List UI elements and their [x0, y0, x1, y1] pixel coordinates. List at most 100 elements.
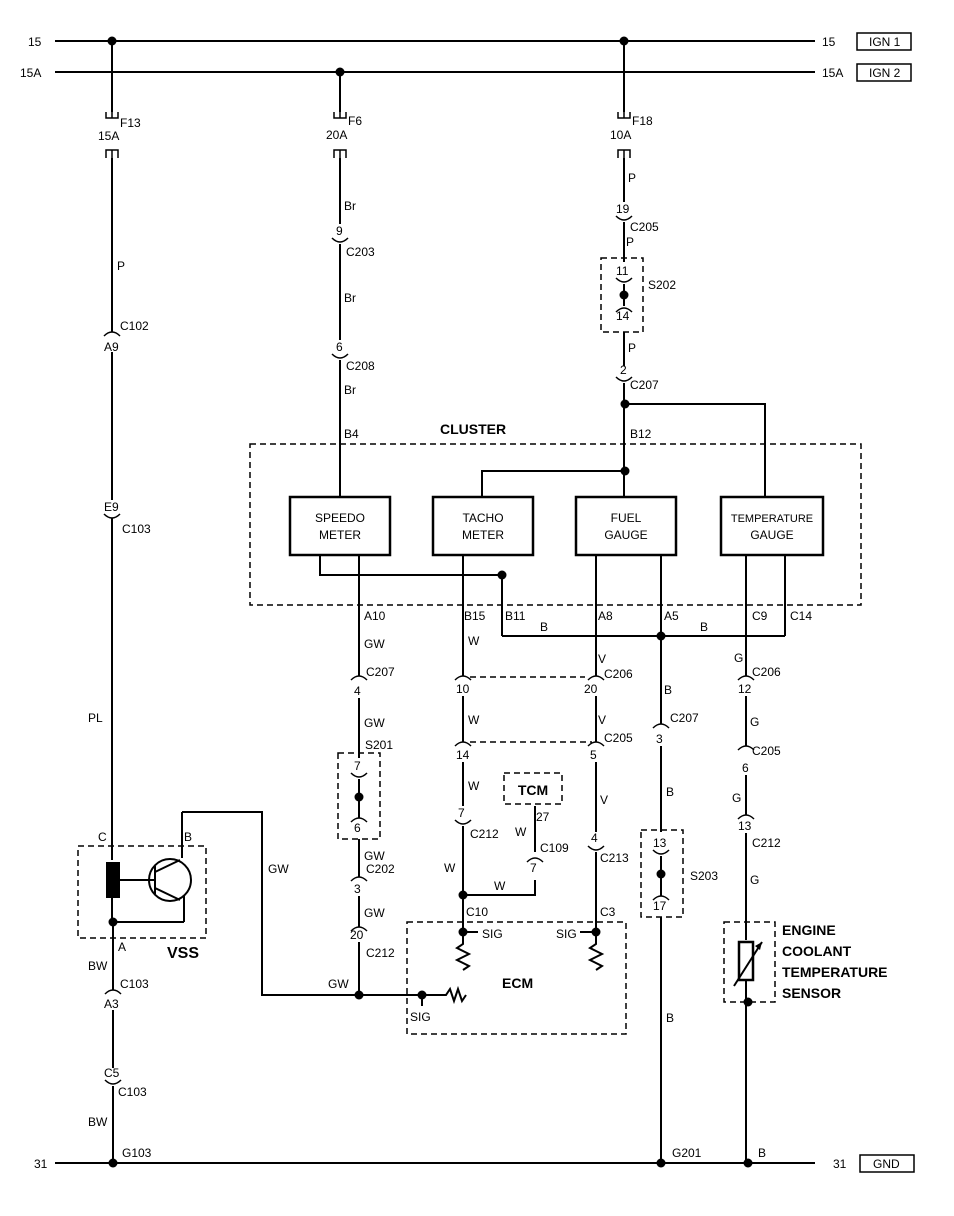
pin-label: C5 [104, 1066, 120, 1080]
splice-s202: 11 14 S202 [600, 257, 676, 333]
ecm-label: ECM [502, 975, 533, 991]
temperature-gauge-label-1: TEMPERATURE [731, 513, 813, 525]
ign1-rail: 15 15 IGN 1 [28, 32, 912, 51]
fuel-gauge-label-1: FUEL [611, 511, 642, 525]
connector-label: C212 [366, 946, 395, 960]
gauge-feed: F18 10A P 19 C205 P 11 14 S202 P 2 C207 … [481, 41, 766, 497]
connector-label: C203 [346, 245, 375, 259]
pin-label: 4 [354, 684, 361, 698]
fuse-f13-name: F13 [120, 116, 141, 130]
fuel-gauge-label-2: GAUGE [604, 528, 647, 542]
pin-label: 2 [620, 363, 627, 377]
pin-label: 17 [653, 899, 667, 913]
pin-label: 3 [354, 882, 361, 896]
sensor-label-2: COOLANT [782, 943, 852, 959]
wire-color: GW [364, 906, 385, 920]
fuse-f18-rating: 10A [610, 128, 631, 142]
wire-color: G [750, 873, 759, 887]
wire-color: GW [268, 862, 289, 876]
ign2-label-left: 15A [20, 66, 41, 80]
cluster-label: CLUSTER [440, 421, 506, 437]
tachometer-label-1: TACHO [462, 511, 503, 525]
pin-label: 20 [584, 682, 598, 696]
cluster-ground-circuit: B C207 3 B 13 17 S203 B G201 [640, 555, 718, 1163]
pin-label: A3 [104, 997, 119, 1011]
wire-color: V [600, 793, 608, 807]
fuse-f18: F18 10A [610, 112, 653, 158]
wire-color: Br [344, 199, 356, 213]
pin-label: A9 [104, 340, 119, 354]
junction-dot [743, 1158, 753, 1168]
sensor-label-4: SENSOR [782, 985, 841, 1001]
pin-label: 14 [616, 309, 630, 323]
wire-color: G [732, 791, 741, 805]
connector-label: C103 [120, 977, 149, 991]
vss-pin-b: B [184, 830, 192, 844]
ecm-sig-vss: SIG [410, 1010, 431, 1024]
instrument-cluster: CLUSTER SPEEDO METER TACHO METER FUEL GA… [249, 421, 862, 641]
pin-label: B15 [464, 609, 486, 623]
pin-label: 6 [742, 761, 749, 775]
fuse-f6-name: F6 [348, 114, 362, 128]
ign2-tag: IGN 2 [869, 66, 901, 80]
ecm-sig-fuel: SIG [556, 927, 577, 941]
wire-color: Br [344, 383, 356, 397]
pin-label: 4 [591, 831, 598, 845]
wire-color: B [664, 683, 672, 697]
pin-label: 6 [354, 821, 361, 835]
wire-color: P [628, 171, 636, 185]
temperature-gauge: TEMPERATURE GAUGE [719, 495, 825, 557]
splice-label: S203 [690, 869, 718, 883]
pin-label: 9 [336, 224, 343, 238]
wire-color: G [734, 651, 743, 665]
pin-label: 19 [616, 202, 630, 216]
pin-label: B11 [505, 609, 526, 623]
speedo-feed: F6 20A Br 9 C203 Br 6 C208 Br B4 [326, 72, 375, 497]
vss-sensor: C B A VSS [77, 812, 207, 962]
wire-color: P [626, 235, 634, 249]
sensor-label-1: ENGINE [782, 922, 836, 938]
pin-label: C9 [752, 609, 768, 623]
ign2-label-right: 15A [822, 66, 843, 80]
wire-color: P [117, 259, 125, 273]
gnd-label-right: 31 [833, 1157, 847, 1171]
ign1-label-right: 15 [822, 35, 836, 49]
pin-label: A5 [664, 609, 679, 623]
gnd-tag: GND [873, 1157, 900, 1171]
connector-label: C205 [630, 220, 659, 234]
connector-label: C207 [630, 378, 659, 392]
speedo-signal-circuit: GW C207 4 GW S201 7 6 GW C202 3 GW 20 C2… [328, 555, 395, 1000]
splice-label: S201 [365, 738, 393, 752]
vss-pin-a: A [118, 940, 126, 954]
splice-s201: S201 7 6 [337, 738, 393, 840]
wire-color: B [700, 620, 708, 634]
pin-label: 12 [738, 682, 752, 696]
connector-label: C103 [122, 522, 151, 536]
connector-label: C212 [752, 836, 781, 850]
pin-label: B4 [344, 427, 359, 441]
fuel-signal-circuit: V 20 V 5 V 4 C213 [584, 555, 629, 932]
connector-label: C102 [120, 319, 149, 333]
wire-color: GW [328, 977, 349, 991]
ground-label: G103 [122, 1146, 152, 1160]
wire-color: GW [364, 849, 385, 863]
vss-pin-c: C [98, 830, 107, 844]
connector-label: C205 [604, 731, 633, 745]
pin-label: E9 [104, 500, 119, 514]
sensor-label-3: TEMPERATURE [782, 964, 888, 980]
ign1-tag: IGN 1 [869, 35, 901, 49]
wire-color: B [666, 1011, 674, 1025]
connector-label: C207 [670, 711, 699, 725]
connector-label: C206 [604, 667, 633, 681]
wire-color: Br [344, 291, 356, 305]
wire-color: W [494, 879, 506, 893]
wire-color: BW [88, 1115, 108, 1129]
pin-label: 7 [530, 861, 537, 875]
wire-color: PL [88, 711, 103, 725]
speedometer-label-2: METER [319, 528, 361, 542]
pin-label: 3 [656, 732, 663, 746]
fuse-f6: F6 20A [326, 112, 362, 158]
pin-label: 5 [590, 748, 597, 762]
ign1-label-left: 15 [28, 35, 42, 49]
tcm-label: TCM [518, 782, 548, 798]
